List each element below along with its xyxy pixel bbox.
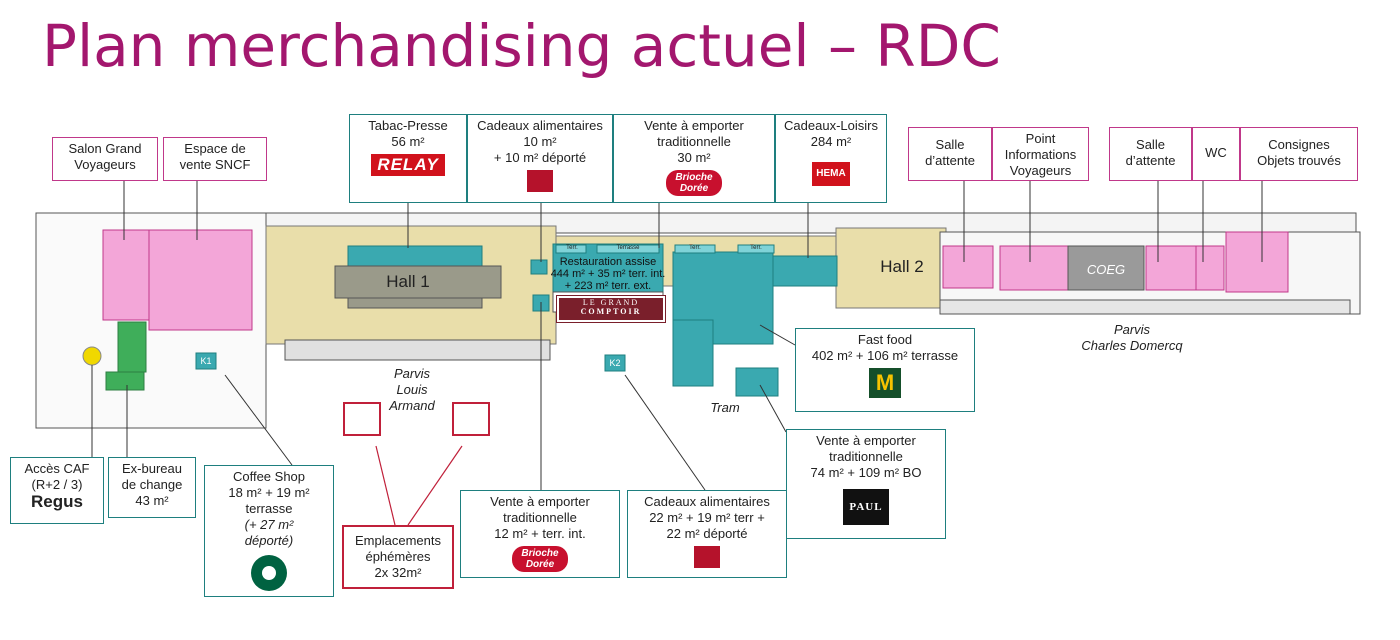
salon-zone xyxy=(102,229,150,321)
coeg-label: COEG xyxy=(1086,262,1126,277)
hall2-label: Hall 2 xyxy=(880,257,924,276)
salle1-zone xyxy=(942,245,994,289)
mcdonalds-logo: M xyxy=(868,368,902,398)
relay-zone xyxy=(347,245,483,267)
ephemeres-arrows xyxy=(375,445,463,526)
label-wc: WC xyxy=(1192,127,1240,181)
paul-zone xyxy=(735,367,779,397)
paul-logo: PAUL xyxy=(843,489,889,525)
point-info-zone xyxy=(999,245,1069,291)
colonnade-louis xyxy=(284,339,551,361)
terr-label-3: Terr. xyxy=(750,245,762,251)
terr-label-2: Terr. xyxy=(689,245,701,251)
ephemere-box-2 xyxy=(452,402,490,436)
tram-label: Tram xyxy=(710,400,740,415)
caf-access xyxy=(82,346,102,366)
starbucks-logo xyxy=(251,555,287,591)
salle2-zone xyxy=(1145,245,1197,291)
kiosk-k2-label: K2 xyxy=(609,358,621,368)
hema-zone xyxy=(772,255,838,287)
label-acces-caf: Accès CAF(R+2 / 3) Regus xyxy=(10,457,104,524)
coeg-zone xyxy=(1067,245,1145,291)
terrasse-label: Terrasse xyxy=(616,245,640,251)
sncf-zone xyxy=(148,229,253,331)
hema-logo: HEMA xyxy=(812,162,850,186)
ephemere-box-1 xyxy=(343,402,381,436)
connector-lines xyxy=(91,181,1263,491)
regus-logo: Regus xyxy=(31,492,83,511)
wc-zone xyxy=(1195,245,1225,291)
consignes-zone xyxy=(1225,231,1289,293)
kiosk-k1-label: K1 xyxy=(200,356,212,366)
terr-label-1: Terr. xyxy=(566,245,578,251)
kiosk-k2 xyxy=(604,354,626,372)
hall2-zone xyxy=(835,227,947,309)
kiosk-k1 xyxy=(195,352,217,370)
cadeaux-zone xyxy=(530,259,548,275)
exbureau-zone xyxy=(117,321,147,373)
colonnade-charles xyxy=(939,299,1351,315)
page-title: Plan merchandising actuel – RDC xyxy=(42,12,1001,80)
caneles-logo xyxy=(527,170,553,192)
hall1-label: Hall 1 xyxy=(386,272,430,291)
caneles-logo-2 xyxy=(694,546,720,568)
relay-logo: RELAY xyxy=(371,154,445,176)
